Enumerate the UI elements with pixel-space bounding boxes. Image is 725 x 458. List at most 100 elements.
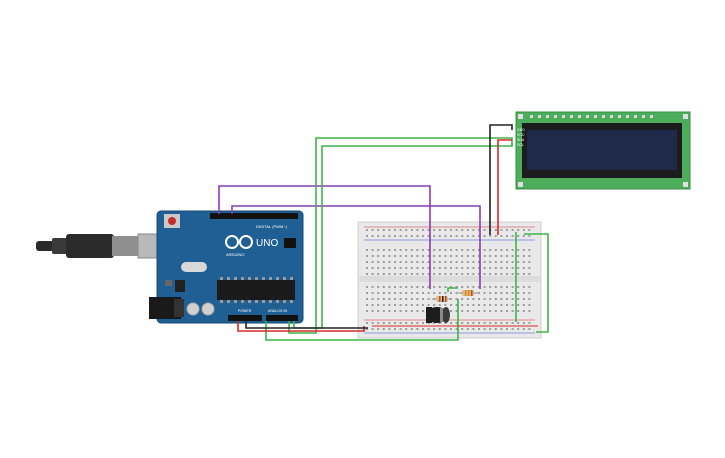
breadboard-hole[interactable] [483,273,486,275]
breadboard-hole[interactable] [461,298,464,300]
breadboard-hole[interactable] [366,273,368,275]
breadboard-hole[interactable] [461,322,464,324]
breadboard-hole[interactable] [399,255,402,257]
breadboard-hole[interactable] [506,273,508,275]
breadboard-hole[interactable] [405,292,408,294]
breadboard-hole[interactable] [388,229,391,231]
breadboard-hole[interactable] [506,328,508,330]
breadboard-hole[interactable] [522,255,525,257]
breadboard-hole[interactable] [483,298,486,300]
breadboard-hole[interactable] [377,267,380,269]
breadboard-hole[interactable] [506,255,508,257]
breadboard-hole[interactable] [517,328,520,330]
breadboard-hole[interactable] [494,304,497,306]
breadboard-hole[interactable] [461,235,464,237]
breadboard-hole[interactable] [478,249,480,251]
breadboard-hole[interactable] [371,286,374,288]
breadboard-hole[interactable] [444,249,447,251]
arduino-board[interactable]: UNO ARDUINO DIGITAL (PWM~) POWER ANALOG … [149,210,304,324]
breadboard-hole[interactable] [455,304,458,306]
breadboard-hole[interactable] [511,322,514,324]
breadboard-hole[interactable] [377,255,380,257]
breadboard-hole[interactable] [489,249,492,251]
breadboard-hole[interactable] [433,273,436,275]
breadboard-hole[interactable] [450,229,452,231]
breadboard-hole[interactable] [382,249,385,251]
breadboard-hole[interactable] [410,304,413,306]
breadboard-hole[interactable] [506,286,508,288]
breadboard-hole[interactable] [366,286,368,288]
breadboard-hole[interactable] [511,261,514,263]
breadboard-hole[interactable] [433,235,436,237]
breadboard-hole[interactable] [422,322,424,324]
breadboard-hole[interactable] [444,261,447,263]
breadboard-hole[interactable] [450,255,452,257]
breadboard-hole[interactable] [506,322,508,324]
breadboard-hole[interactable] [472,273,475,275]
breadboard-hole[interactable] [394,298,396,300]
breadboard-hole[interactable] [444,304,447,306]
breadboard-hole[interactable] [528,249,531,251]
breadboard-hole[interactable] [478,286,480,288]
breadboard-hole[interactable] [489,261,492,263]
power-header[interactable] [228,315,262,321]
breadboard-hole[interactable] [522,304,525,306]
breadboard-hole[interactable] [494,255,497,257]
breadboard-hole[interactable] [366,235,368,237]
breadboard-hole[interactable] [405,249,408,251]
breadboard-hole[interactable] [478,273,480,275]
breadboard-hole[interactable] [399,229,402,231]
breadboard-hole[interactable] [528,304,531,306]
breadboard-hole[interactable] [416,229,419,231]
breadboard-hole[interactable] [371,255,374,257]
breadboard-hole[interactable] [410,261,413,263]
breadboard-hole[interactable] [455,286,458,288]
breadboard-hole[interactable] [466,273,469,275]
breadboard-hole[interactable] [450,249,452,251]
breadboard-hole[interactable] [405,298,408,300]
resistor-icon[interactable] [432,296,452,302]
breadboard-hole[interactable] [371,310,374,312]
breadboard-hole[interactable] [528,255,531,257]
breadboard-hole[interactable] [489,328,492,330]
breadboard-hole[interactable] [371,298,374,300]
breadboard-hole[interactable] [455,310,458,312]
breadboard-hole[interactable] [405,273,408,275]
breadboard-hole[interactable] [455,229,458,231]
breadboard-hole[interactable] [511,267,514,269]
breadboard-hole[interactable] [427,286,430,288]
breadboard-hole[interactable] [528,286,531,288]
breadboard-hole[interactable] [366,267,368,269]
breadboard-hole[interactable] [517,229,520,231]
breadboard-hole[interactable] [427,298,430,300]
breadboard-hole[interactable] [427,328,430,330]
digital-header[interactable] [210,213,298,219]
breadboard-hole[interactable] [472,255,475,257]
breadboard-hole[interactable] [377,273,380,275]
breadboard-hole[interactable] [394,273,396,275]
breadboard-hole[interactable] [388,310,391,312]
lcd-module[interactable]: GND VCC SDA SCL [515,111,691,190]
breadboard-hole[interactable] [506,292,508,294]
breadboard-hole[interactable] [382,261,385,263]
breadboard-hole[interactable] [455,267,458,269]
wire-green-6[interactable] [447,287,458,292]
breadboard-hole[interactable] [433,267,436,269]
breadboard-hole[interactable] [410,310,413,312]
wire-purple-2[interactable] [231,205,481,289]
breadboard-hole[interactable] [422,267,424,269]
breadboard-hole[interactable] [410,286,413,288]
breadboard-hole[interactable] [366,292,368,294]
breadboard-hole[interactable] [528,328,531,330]
breadboard-hole[interactable] [388,267,391,269]
breadboard-hole[interactable] [522,229,525,231]
resistor-icon[interactable] [458,290,478,296]
breadboard-hole[interactable] [461,304,464,306]
breadboard-hole[interactable] [472,328,475,330]
breadboard-hole[interactable] [388,298,391,300]
breadboard-hole[interactable] [522,273,525,275]
breadboard-hole[interactable] [382,286,385,288]
breadboard-hole[interactable] [517,273,520,275]
wire-purple-1[interactable] [218,185,431,289]
breadboard-hole[interactable] [483,328,486,330]
